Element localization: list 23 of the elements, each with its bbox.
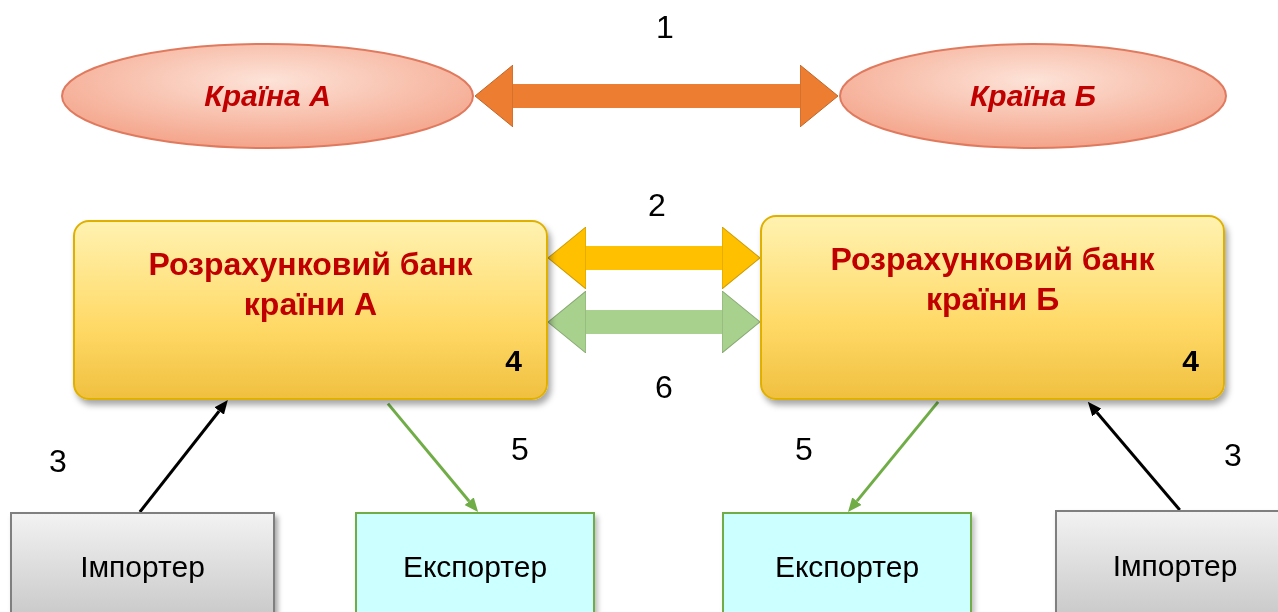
block-arrow — [547, 290, 761, 354]
participant-name: Імпортер — [1111, 549, 1239, 583]
participant-name: Експортер — [773, 550, 921, 584]
arrow — [848, 400, 940, 512]
bank-box — [760, 215, 1225, 400]
importer-box — [10, 512, 275, 612]
exporter-box — [722, 512, 972, 612]
block-arrow — [547, 226, 761, 290]
importer-box — [1055, 510, 1278, 612]
exporter-box — [355, 512, 595, 612]
country-name: Країна Б — [968, 79, 1098, 113]
arrow — [1087, 401, 1181, 511]
bank-name: Розрахунковий банк країни А — [147, 245, 474, 324]
block-arrow — [474, 64, 839, 128]
participant-name: Імпортер — [79, 550, 206, 584]
box-number: 4 — [505, 344, 522, 378]
country-name: Країна А — [203, 79, 332, 113]
bank-box — [73, 220, 548, 400]
bank-name: Розрахунковий банк країни Б — [829, 240, 1156, 319]
participant-name: Експортер — [401, 550, 549, 584]
arrow — [386, 402, 479, 512]
box-number: 4 — [1182, 344, 1199, 378]
arrow — [138, 400, 228, 513]
